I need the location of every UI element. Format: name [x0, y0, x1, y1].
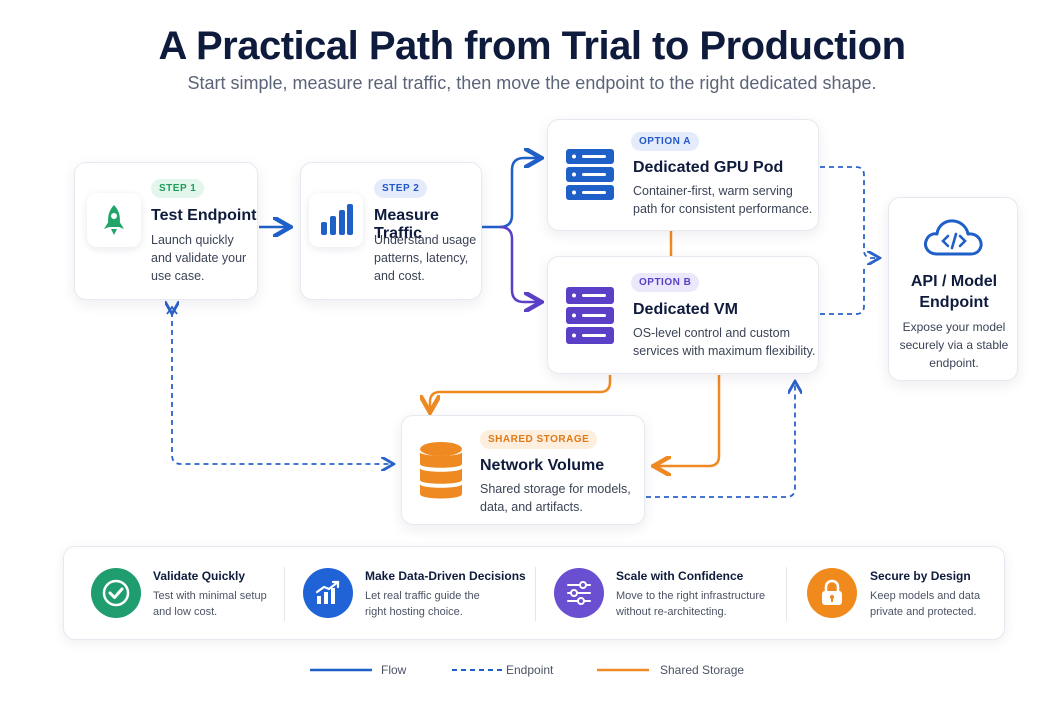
benefit-scale: Scale with Confidence Move to the right … [536, 547, 786, 641]
benefits-panel: Validate Quickly Test with minimal setup… [63, 546, 1005, 640]
legend-label: Flow [381, 663, 407, 677]
vm-server-icon [564, 285, 616, 347]
storage-card[interactable]: SHARED STORAGE Network Volume Shared sto… [401, 415, 645, 525]
legend-flow: Flow [310, 660, 420, 680]
benefit-title: Validate Quickly [153, 569, 246, 583]
rocket-icon [87, 193, 141, 247]
legend-storage-swatch [597, 668, 649, 672]
endpoint-option-b [820, 266, 865, 315]
storage-badge: SHARED STORAGE [480, 430, 598, 449]
legend-label: Shared Storage [660, 663, 745, 677]
checkmark-icon [91, 568, 141, 618]
page-title: A Practical Path from Trial to Productio… [158, 24, 906, 68]
legend-storage: Shared Storage [597, 660, 747, 680]
legend-label: Endpoint [506, 663, 554, 677]
step2-title: Measure Traffic [374, 207, 439, 242]
step2-badge: STEP 2 [374, 179, 428, 198]
page-subtitle: Start simple, measure real traffic, then… [187, 73, 877, 93]
storage-title: Network Volume [480, 457, 605, 474]
server-rack-icon [564, 147, 616, 203]
option-a-title: Dedicated GPU Pod [633, 159, 784, 176]
endpoint-option-a [820, 166, 878, 258]
benefit-title: Make Data-Driven Decisions [365, 569, 526, 583]
storage-option-b-to-volume-right [656, 375, 721, 466]
lock-icon [807, 568, 857, 618]
benefit-title: Scale with Confidence [616, 569, 744, 583]
database-icon [418, 440, 464, 502]
trend-chart-icon [303, 568, 353, 618]
legend-flow-swatch [310, 668, 372, 672]
step1-title: Test Endpoint [151, 207, 257, 224]
option-a-badge: OPTION A [631, 132, 699, 151]
endpoint-step1-to-volume [172, 312, 392, 464]
storage-option-b-to-volume [430, 375, 612, 410]
option-a-card[interactable]: OPTION A Dedicated GPU Pod Container-fir… [547, 119, 819, 231]
legend-endpoint: Endpoint [452, 660, 572, 680]
option-b-card[interactable]: OPTION B Dedicated VM OS-level control a… [547, 256, 819, 374]
step1-badge: STEP 1 [151, 179, 205, 198]
legend-endpoint-swatch [452, 669, 502, 671]
bar-chart-icon [309, 193, 363, 247]
benefit-validate: Validate Quickly Test with minimal setup… [64, 547, 284, 641]
option-b-title: Dedicated VM [633, 301, 738, 318]
benefit-data-driven: Make Data-Driven Decisions Let real traf… [285, 547, 535, 641]
flow-step2-to-option-b [499, 225, 539, 302]
option-b-badge: OPTION B [631, 273, 700, 292]
sliders-icon [554, 568, 604, 618]
benefit-title: Secure by Design [870, 569, 971, 583]
benefit-divider [535, 567, 536, 621]
cloud-code-icon [921, 216, 987, 260]
benefit-divider [284, 567, 285, 621]
benefit-divider [786, 567, 787, 621]
endpoint-volume-to-option-b [646, 383, 795, 498]
storage-desc: Shared storage for models,data, and arti… [480, 482, 631, 514]
